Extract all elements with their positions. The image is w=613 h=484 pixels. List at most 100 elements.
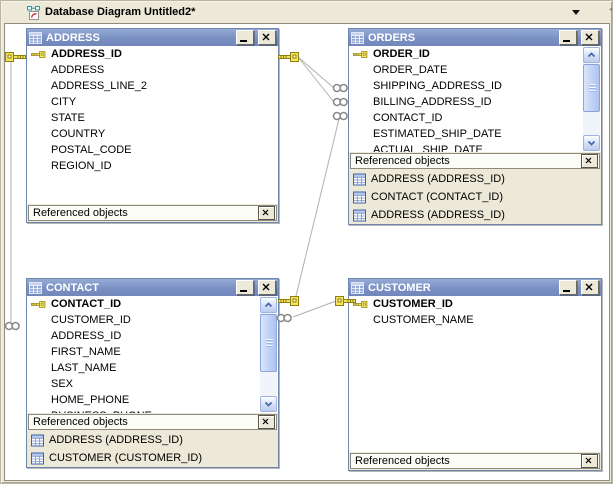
minimize-icon bbox=[563, 290, 570, 292]
primary-key-icon bbox=[31, 49, 48, 60]
panel-close-button[interactable] bbox=[581, 454, 598, 468]
scrollbar[interactable] bbox=[583, 47, 600, 151]
field-name: CONTACT_ID bbox=[373, 112, 443, 124]
scroll-up-button[interactable] bbox=[260, 297, 277, 313]
table-icon bbox=[351, 281, 364, 294]
scroll-up-button[interactable] bbox=[583, 47, 600, 63]
field-name: CITY bbox=[51, 96, 77, 108]
scroll-down-icon bbox=[587, 140, 596, 146]
close-button[interactable] bbox=[258, 30, 276, 45]
field-row[interactable]: CUSTOMER_ID bbox=[27, 312, 278, 328]
window-title: ADDRESS bbox=[46, 31, 100, 44]
field-name: CUSTOMER_ID bbox=[51, 314, 131, 326]
field-name: ORDER_ID bbox=[373, 48, 430, 60]
referenced-row[interactable]: ADDRESS (ADDRESS_ID) bbox=[27, 431, 278, 449]
field-row[interactable]: SHIPPING_ADDRESS_ID bbox=[349, 78, 601, 94]
scroll-thumb[interactable] bbox=[260, 314, 277, 372]
referenced-row[interactable]: ADDRESS (ADDRESS_ID) bbox=[349, 206, 601, 224]
field-name: FIRST_NAME bbox=[51, 346, 121, 358]
field-row[interactable]: ADDRESS bbox=[27, 62, 278, 78]
referenced-objects-label: Referenced objects bbox=[33, 207, 128, 219]
referenced-row[interactable]: CUSTOMER (CUSTOMER_ID) bbox=[27, 449, 278, 467]
field-row[interactable]: ADDRESS_ID bbox=[27, 328, 278, 344]
referenced-objects-label: Referenced objects bbox=[33, 416, 128, 428]
field-name: ORDER_DATE bbox=[373, 64, 448, 76]
table-window-contact: CONTACT bbox=[26, 278, 279, 468]
minimize-icon bbox=[240, 290, 247, 292]
referenced-name: ADDRESS (ADDRESS_ID) bbox=[371, 173, 505, 185]
minimize-button[interactable] bbox=[236, 280, 254, 295]
referenced-objects-label: Referenced objects bbox=[355, 155, 450, 167]
field-name: ADDRESS_ID bbox=[51, 330, 122, 342]
field-row[interactable]: POSTAL_CODE bbox=[27, 142, 278, 158]
minimize-button[interactable] bbox=[236, 30, 254, 45]
field-row[interactable]: ACTUAL_SHIP_DATE bbox=[349, 142, 601, 152]
field-row[interactable]: ADDRESS_LINE_2 bbox=[27, 78, 278, 94]
minimize-button[interactable] bbox=[559, 280, 577, 295]
referenced-name: ADDRESS (ADDRESS_ID) bbox=[371, 209, 505, 221]
minimize-button[interactable] bbox=[559, 30, 577, 45]
field-row[interactable]: HOME_PHONE bbox=[27, 392, 278, 408]
field-row[interactable]: CUSTOMER_ID bbox=[349, 296, 601, 312]
referenced-row[interactable]: CONTACT (CONTACT_ID) bbox=[349, 188, 601, 206]
field-row[interactable]: ORDER_ID bbox=[349, 46, 601, 62]
field-row[interactable]: CONTACT_ID bbox=[27, 296, 278, 312]
field-row[interactable]: REGION_ID bbox=[27, 158, 278, 174]
scroll-thumb[interactable] bbox=[583, 64, 600, 112]
close-button[interactable] bbox=[581, 280, 599, 295]
clipped-edge-control-icon: ◁ bbox=[609, 4, 612, 15]
diagram-tab[interactable]: Database Diagram Untitled2* bbox=[8, 2, 230, 23]
field-row[interactable]: CUSTOMER_NAME bbox=[349, 312, 601, 328]
many-side-icon bbox=[332, 111, 349, 121]
referenced-table-icon bbox=[353, 209, 366, 222]
referenced-row[interactable]: ADDRESS (ADDRESS_ID) bbox=[349, 170, 601, 188]
minimize-icon bbox=[240, 40, 247, 42]
panel-close-button[interactable] bbox=[258, 206, 275, 220]
scroll-down-button[interactable] bbox=[583, 135, 600, 151]
referenced-objects-header: Referenced objects bbox=[27, 413, 278, 431]
field-row[interactable]: BILLING_ADDRESS_ID bbox=[349, 94, 601, 110]
window-titlebar[interactable]: CONTACT bbox=[27, 279, 278, 296]
field-name: ESTIMATED_SHIP_DATE bbox=[373, 128, 502, 140]
window-titlebar[interactable]: CUSTOMER bbox=[349, 279, 601, 296]
close-icon bbox=[262, 33, 270, 41]
referenced-objects-header: Referenced objects bbox=[349, 152, 601, 170]
field-name: STATE bbox=[51, 112, 85, 124]
diagram-canvas[interactable]: ADDRESS bbox=[4, 23, 610, 481]
window-titlebar[interactable]: ORDERS bbox=[349, 29, 601, 46]
field-row[interactable]: LAST_NAME bbox=[27, 360, 278, 376]
field-row[interactable]: ORDER_DATE bbox=[349, 62, 601, 78]
window-titlebar[interactable]: ADDRESS bbox=[27, 29, 278, 46]
field-row[interactable]: FIRST_NAME bbox=[27, 344, 278, 360]
tab-list-dropdown-icon[interactable] bbox=[572, 10, 580, 15]
field-row[interactable]: ESTIMATED_SHIP_DATE bbox=[349, 126, 601, 142]
field-row[interactable]: SEX bbox=[27, 376, 278, 392]
field-row[interactable]: CONTACT_ID bbox=[349, 110, 601, 126]
scroll-down-button[interactable] bbox=[260, 396, 277, 412]
relationship-lines bbox=[10, 56, 340, 323]
scroll-up-icon bbox=[264, 302, 273, 308]
close-icon bbox=[585, 33, 593, 41]
panel-close-icon bbox=[262, 418, 269, 425]
referenced-table-icon bbox=[31, 434, 44, 447]
field-row[interactable]: COUNTRY bbox=[27, 126, 278, 142]
close-button[interactable] bbox=[258, 280, 276, 295]
field-row[interactable]: ADDRESS_ID bbox=[27, 46, 278, 62]
field-row[interactable]: BUSINESS_PHONE bbox=[27, 408, 278, 413]
panel-close-button[interactable] bbox=[581, 154, 598, 168]
panel-close-button[interactable] bbox=[258, 415, 275, 429]
close-icon bbox=[262, 283, 270, 291]
window-title: CONTACT bbox=[46, 281, 99, 294]
one-side-key-icon bbox=[278, 295, 300, 307]
field-name: CUSTOMER_NAME bbox=[373, 314, 474, 326]
scroll-down-icon bbox=[264, 401, 273, 407]
scrollbar[interactable] bbox=[260, 297, 277, 412]
field-row[interactable]: STATE bbox=[27, 110, 278, 126]
close-button[interactable] bbox=[581, 30, 599, 45]
referenced-objects-label: Referenced objects bbox=[355, 455, 450, 467]
many-side-icon bbox=[4, 321, 21, 331]
table-icon bbox=[29, 281, 42, 294]
referenced-table-icon bbox=[31, 452, 44, 465]
table-window-address: ADDRESS bbox=[26, 28, 279, 223]
field-row[interactable]: CITY bbox=[27, 94, 278, 110]
